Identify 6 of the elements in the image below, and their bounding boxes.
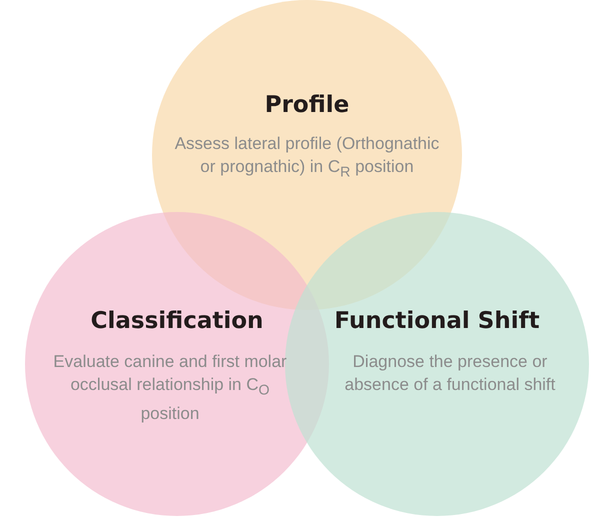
circle-heading: Profile bbox=[264, 92, 350, 118]
circle-heading: Functional Shift bbox=[334, 308, 540, 334]
circle-description: Evaluate canine and first molar occlusal relationship in C$_{O}$ position bbox=[53, 352, 287, 424]
circle-description: Assess lateral profile (Orthognathic or prognathic) in C$_{R}$ position bbox=[174, 134, 440, 176]
circle-heading: Classification bbox=[90, 308, 264, 334]
circle-description: Diagnose the presence or absence of a functional shift bbox=[344, 352, 556, 394]
